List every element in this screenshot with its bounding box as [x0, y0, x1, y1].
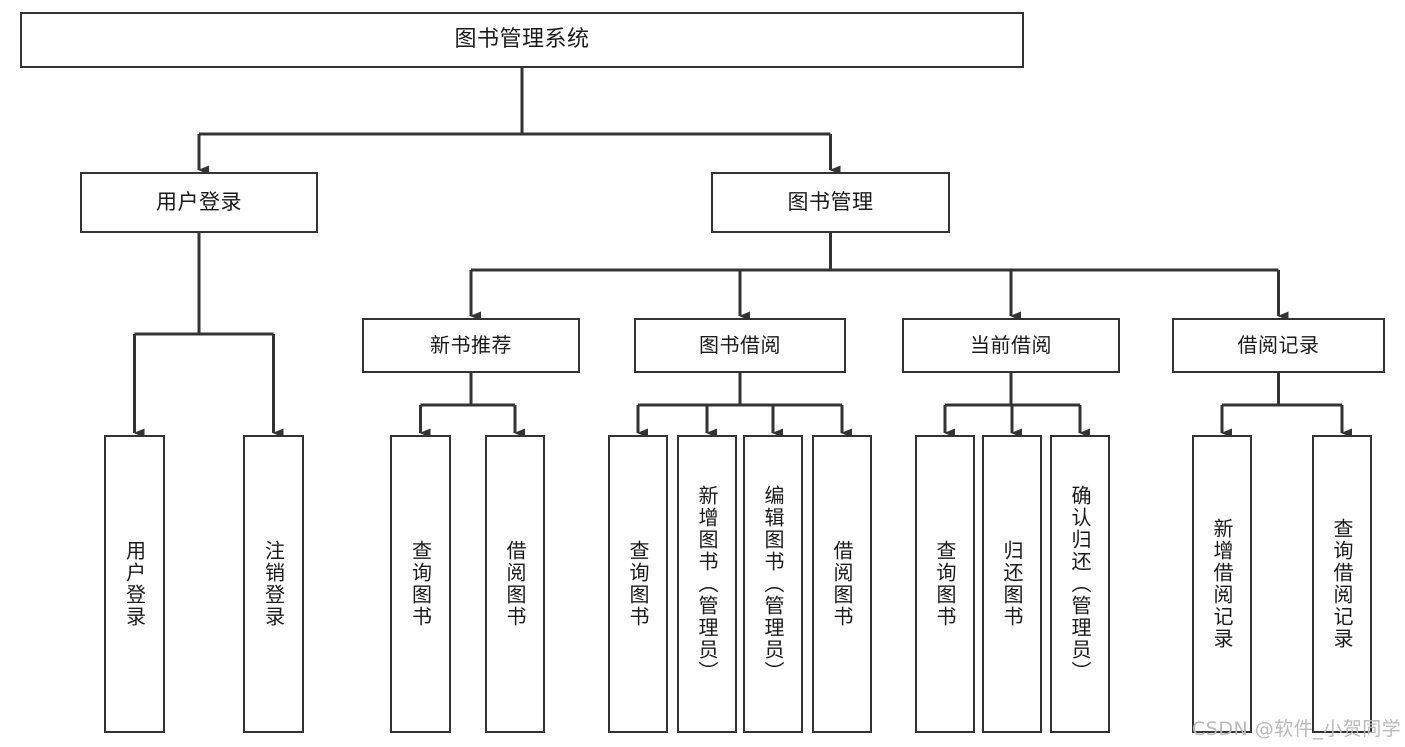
node-label-book-borrow: 图书借阅 [699, 332, 781, 357]
node-leaf-borrow-book-2[interactable]: 借阅图书 [812, 435, 872, 733]
node-label-current-borrow: 当前借阅 [970, 332, 1052, 357]
node-user-login[interactable]: 用户登录 [80, 172, 318, 233]
node-label-leaf-add-book: 新增图书（管理员） [695, 485, 719, 683]
node-label-leaf-query-book-2: 查询图书 [626, 540, 650, 628]
node-leaf-add-book[interactable]: 新增图书（管理员） [677, 435, 737, 733]
node-label-leaf-user-login: 用户登录 [122, 540, 147, 628]
node-leaf-query-record[interactable]: 查询借阅记录 [1312, 435, 1372, 733]
node-label-book-manage: 图书管理 [787, 190, 874, 215]
node-label-leaf-query-record: 查询借阅记录 [1330, 518, 1354, 650]
node-leaf-user-logout[interactable]: 注销登录 [243, 435, 304, 733]
node-leaf-return-book[interactable]: 归还图书 [982, 435, 1042, 733]
node-book-manage[interactable]: 图书管理 [711, 172, 950, 233]
node-label-leaf-query-book-3: 查询图书 [933, 540, 957, 628]
node-label-leaf-query-book-1: 查询图书 [408, 540, 433, 628]
node-leaf-edit-book[interactable]: 编辑图书（管理员） [743, 435, 803, 733]
node-label-leaf-user-logout: 注销登录 [261, 540, 286, 628]
node-leaf-query-book-1[interactable]: 查询图书 [390, 435, 451, 733]
node-label-leaf-return-book: 归还图书 [1000, 540, 1024, 628]
node-label-root: 图书管理系统 [454, 27, 590, 53]
node-leaf-borrow-book-1[interactable]: 借阅图书 [485, 435, 545, 733]
node-root[interactable]: 图书管理系统 [20, 12, 1024, 68]
node-book-borrow[interactable]: 图书借阅 [634, 318, 846, 373]
node-label-borrow-record: 借阅记录 [1237, 332, 1320, 357]
node-leaf-query-book-2[interactable]: 查询图书 [608, 435, 668, 733]
node-label-leaf-add-record: 新增借阅记录 [1210, 518, 1234, 650]
node-label-user-login: 用户登录 [156, 190, 242, 215]
node-label-leaf-borrow-book-2: 借阅图书 [830, 540, 854, 628]
node-current-borrow[interactable]: 当前借阅 [902, 318, 1120, 373]
node-label-leaf-borrow-book-1: 借阅图书 [503, 540, 527, 628]
node-leaf-user-login[interactable]: 用户登录 [104, 435, 165, 733]
node-borrow-record[interactable]: 借阅记录 [1172, 318, 1385, 373]
node-label-new-book-rec: 新书推荐 [430, 332, 512, 357]
node-label-leaf-confirm-return: 确认归还（管理员） [1068, 485, 1092, 683]
node-label-leaf-edit-book: 编辑图书（管理员） [761, 485, 785, 683]
node-leaf-query-book-3[interactable]: 查询图书 [915, 435, 975, 733]
node-leaf-confirm-return[interactable]: 确认归还（管理员） [1050, 435, 1110, 733]
node-leaf-add-record[interactable]: 新增借阅记录 [1192, 435, 1252, 733]
node-new-book-rec[interactable]: 新书推荐 [362, 318, 580, 373]
